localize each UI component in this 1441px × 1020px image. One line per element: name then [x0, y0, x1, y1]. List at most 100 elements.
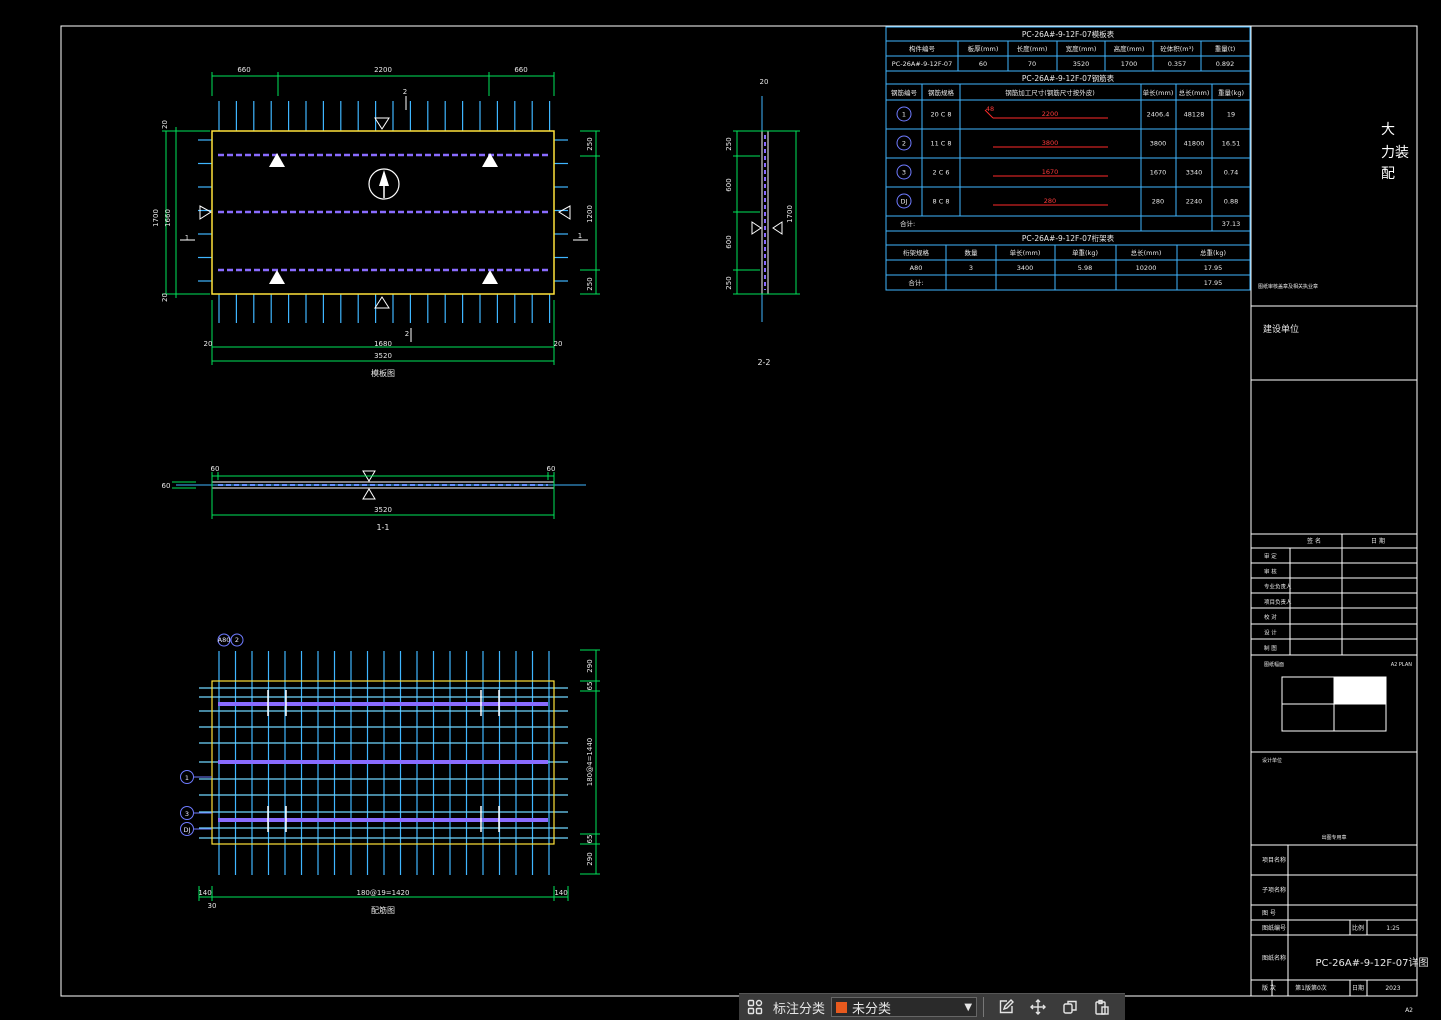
table1-header: 宽度(mm)	[1066, 44, 1097, 53]
direction-arrow-icon	[368, 168, 400, 200]
table3-header: 数量	[965, 248, 979, 257]
north-stamp-fill	[1334, 677, 1386, 704]
rebar-slab-outline	[211, 680, 555, 845]
plan-left-dim-total: 1700	[152, 209, 160, 227]
rebar-right-dim-b: 65	[586, 682, 594, 691]
rebar-tag-a80: A80	[218, 636, 231, 644]
sec11-dim-right: 60	[547, 465, 556, 473]
sec22-dim-c: 600	[725, 235, 733, 248]
move-icon[interactable]	[1027, 996, 1049, 1018]
rebar-caption: 配筋图	[371, 905, 395, 915]
sec11-dim-left: 60	[211, 465, 220, 473]
table3-header: 单重(kg)	[1072, 248, 1098, 257]
section-2-2-view: 20 250 600 600 250 1700 2-2	[725, 78, 800, 367]
approval-role: 校 对	[1264, 613, 1277, 621]
rebar-right-dim-d: 65	[586, 835, 594, 844]
table2-bar-len: 280	[1152, 198, 1164, 206]
company-name-part: 大	[1381, 122, 1395, 138]
annotation-category-select[interactable]: 未分类 ▼	[831, 997, 978, 1017]
table2-bar-spec: 11 C 8	[930, 140, 951, 148]
sign-header-date: 日 期	[1371, 537, 1385, 545]
table2-bar-total: 48128	[1184, 111, 1205, 119]
plan-left-dim-top: 20	[161, 120, 169, 129]
approval-role: 设 计	[1264, 629, 1277, 637]
plan-section-mark-bottom: 2	[405, 330, 409, 338]
rebar-studs-bottom	[218, 294, 551, 323]
table2-bar-no: 3	[902, 169, 906, 177]
sec11-dim-thick: 60	[162, 482, 171, 490]
table2-bar-total: 2240	[1186, 198, 1203, 206]
scale-value: 1:25	[1386, 925, 1400, 932]
edit-icon[interactable]	[995, 996, 1017, 1018]
table1-header: 高度(mm)	[1114, 44, 1145, 53]
table2-title: PC-26A#-9-12F-07钢筋表	[1022, 73, 1115, 83]
table2-bar-len: 3800	[1150, 140, 1167, 148]
rebar-number-circle	[896, 135, 912, 151]
unit-label: 建设单位	[1263, 323, 1299, 335]
table2-bar-no: DJ	[901, 198, 908, 206]
slab-outline	[211, 130, 555, 295]
sec11-dim-total: 3520	[374, 506, 392, 514]
approval-role: 审 定	[1264, 552, 1277, 560]
table2-bar-weight: 0.74	[1224, 169, 1238, 177]
table2-total-label: 合计:	[900, 219, 915, 228]
rebar-tag-2: 2	[235, 636, 239, 644]
table1-cell: 0.892	[1216, 60, 1235, 68]
figure-no-label: 图纸编号	[1262, 924, 1286, 932]
table2-bar-len: 1670	[1150, 169, 1167, 177]
rebar-tag-1: 1	[185, 774, 189, 782]
figure-name-label: 图纸名称	[1262, 954, 1286, 962]
table2-bar-len: 2406.4	[1147, 111, 1170, 119]
table2-header: 钢筋规格	[928, 88, 955, 97]
category-selected-value: 未分类	[852, 1001, 892, 1017]
rebar-bottom-dim-right: 140	[554, 889, 567, 897]
table3-total-label: 合计:	[908, 278, 923, 287]
sheet-size: A2 PLAN	[1391, 662, 1413, 668]
rebar-bottom-dim-left: 140	[198, 889, 211, 897]
copy-icon[interactable]	[1059, 996, 1081, 1018]
table2-bar-shape: 2200	[1042, 110, 1059, 118]
table2-bar-weight: 16.51	[1222, 140, 1241, 148]
table3-title: PC-26A#-9-12F-07桁架表	[1022, 233, 1115, 243]
approval-role: 审 核	[1264, 567, 1277, 575]
scale-label: 比例	[1352, 924, 1364, 932]
grid-apps-icon[interactable]	[744, 996, 766, 1018]
table3-total: 17.95	[1204, 279, 1223, 287]
plan-right-dim-mid: 1200	[586, 205, 594, 223]
plan-side-mark-left: 1	[185, 234, 189, 242]
approval-role: 项目负责人	[1264, 598, 1292, 606]
table1-cell: 0.357	[1168, 60, 1187, 68]
table3-cell: A80	[910, 264, 923, 272]
plan-bottom-dim-inner: 1680	[374, 340, 392, 348]
plan-right-dim-bottom: 250	[586, 277, 594, 290]
table2-bar-no: 2	[902, 140, 906, 148]
sec22-dim-b: 600	[725, 178, 733, 191]
table2-bar-weight: 0.88	[1224, 198, 1238, 206]
sec22-dim-top: 20	[760, 78, 769, 86]
rebar-right-dim-c: 180@4=1440	[586, 738, 594, 787]
table1-title: PC-26A#-9-12F-07模板表	[1022, 29, 1115, 39]
table3-header: 总重(kg)	[1200, 248, 1226, 257]
rebar-tag-3: 3	[185, 810, 189, 818]
plan-bottom-dim-left: 20	[204, 340, 213, 348]
paste-icon[interactable]	[1091, 996, 1113, 1018]
company-name-part: 力装	[1381, 145, 1409, 161]
plan-bottom-dim-right: 20	[554, 340, 563, 348]
chevron-down-icon: ▼	[964, 1001, 973, 1013]
table2-bar-weight: 19	[1227, 111, 1235, 119]
table3-cell: 3	[969, 264, 973, 272]
table1-cell: PC-26A#-9-12F-07	[892, 60, 952, 68]
table2-bar-total: 41800	[1184, 140, 1205, 148]
table2-bar-hook: 48	[986, 105, 994, 113]
table2-header: 钢筋加工尺寸(钢筋尺寸按外皮)	[1005, 88, 1095, 97]
schedule-tables: PC-26A#-9-12F-07模板表 构件编号板厚(mm)长度(mm)宽度(m…	[885, 26, 1251, 291]
table2-total: 37.13	[1222, 220, 1241, 228]
company-logo-text: 大 力装 配	[1381, 122, 1409, 182]
company-name-part: 配	[1381, 166, 1395, 182]
rebar-bottom-dim-mid: 180@19=1420	[357, 889, 410, 897]
table2-bar-shape: 3800	[1042, 139, 1059, 147]
rebar-studs-top	[218, 101, 551, 131]
table1-header: 重量(t)	[1215, 45, 1236, 53]
rebar-right-dim-e: 290	[586, 852, 594, 865]
